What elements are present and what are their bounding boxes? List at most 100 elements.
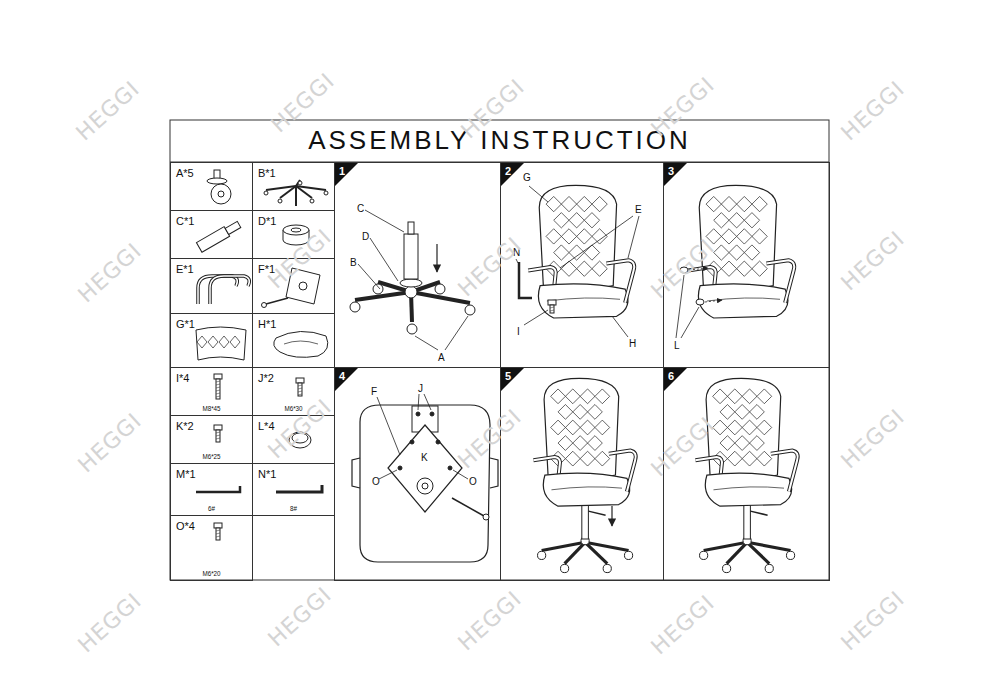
callout-letter: J <box>418 384 423 394</box>
tuft <box>713 389 728 404</box>
part-label: H*1 <box>258 319 276 330</box>
part-label: D*1 <box>258 216 276 227</box>
bolt-shank <box>216 528 220 540</box>
tuft <box>737 261 752 276</box>
step-badge <box>664 163 688 187</box>
part-label: K*2 <box>176 421 194 432</box>
base-leg <box>296 186 326 190</box>
tuft <box>558 405 573 420</box>
tuft <box>551 420 566 435</box>
base-wheel <box>324 191 328 195</box>
leader-line <box>560 216 633 268</box>
callout-letter: E <box>635 205 642 215</box>
leader-line <box>370 238 398 281</box>
lift-rod <box>408 222 414 234</box>
armrest <box>766 260 794 303</box>
callout-letter: B <box>350 258 357 268</box>
bolt-hole <box>436 440 440 444</box>
tuft <box>588 436 603 451</box>
step-badge <box>335 368 359 392</box>
backrest-icon <box>196 327 246 360</box>
tuft <box>742 420 757 435</box>
seat-bottom <box>360 405 490 562</box>
watermark: HEGGI <box>72 77 143 144</box>
step-triangle <box>501 368 524 391</box>
tuft <box>737 229 752 244</box>
seat-seam <box>284 341 318 344</box>
tuft <box>230 336 240 348</box>
bolt-icon <box>296 378 304 396</box>
base-leg <box>355 292 411 300</box>
base-wheel <box>278 199 282 203</box>
tuft <box>721 229 736 244</box>
seat-seam <box>551 487 622 490</box>
part-cell: H*1 <box>252 313 335 368</box>
tuft <box>546 196 561 211</box>
step-triangle <box>501 163 524 186</box>
tuft <box>757 389 772 404</box>
thread <box>298 388 302 389</box>
mechanism-lever <box>266 298 288 304</box>
tuft <box>561 196 576 211</box>
part-label: N*1 <box>258 469 276 480</box>
tuft <box>729 245 744 260</box>
part-cell: B*1 <box>252 162 335 211</box>
bolt-head <box>214 523 222 528</box>
mechanism-hole <box>299 282 307 290</box>
seat-icon <box>274 331 328 357</box>
part-cell: I*4M8*45 <box>170 367 253 416</box>
armrest <box>210 276 249 304</box>
frame <box>170 120 829 580</box>
arm-bracket <box>490 458 498 488</box>
wheel <box>561 564 569 572</box>
tuft <box>595 420 610 435</box>
part-cell: M*16# <box>170 463 253 516</box>
tuft <box>727 420 742 435</box>
tuft <box>706 196 721 211</box>
part-cell: K*2M6*25 <box>170 415 253 464</box>
armrest-icon <box>198 276 249 304</box>
bolt-hole <box>398 466 402 470</box>
tuft <box>569 213 584 228</box>
lever-knob <box>483 514 489 520</box>
size-label: M6*25 <box>171 454 252 460</box>
leader-line <box>681 307 699 338</box>
part-label: A*5 <box>176 168 194 179</box>
hex-key <box>519 262 532 298</box>
tuft <box>219 336 229 348</box>
thread <box>550 310 554 311</box>
lift-rod <box>225 221 241 234</box>
tuft <box>721 261 736 276</box>
tuft <box>546 229 561 244</box>
thread <box>216 536 220 537</box>
tuft <box>752 196 767 211</box>
tuft <box>584 213 599 228</box>
hex-key-icon <box>196 486 240 492</box>
thread <box>216 393 220 394</box>
tuft <box>727 389 742 404</box>
tuft <box>580 389 595 404</box>
tuft <box>561 229 576 244</box>
callout-letter: A <box>438 353 445 363</box>
tuft <box>735 405 750 420</box>
step-triangle <box>664 163 687 186</box>
thread <box>216 390 220 391</box>
leader-line <box>358 264 380 289</box>
caster-plate <box>207 178 227 184</box>
tuft <box>197 336 207 348</box>
mechanism-plate <box>388 425 462 512</box>
watermark: HEGGI <box>647 413 718 480</box>
bolt-hole <box>416 412 420 416</box>
leader-line <box>379 470 397 479</box>
base-leg <box>565 542 586 563</box>
tuft <box>558 436 573 451</box>
size-label: M6*20 <box>171 571 252 577</box>
wheel <box>765 564 773 572</box>
part-cell: C*1 <box>170 210 253 259</box>
tuft <box>561 261 576 276</box>
bolt-shank <box>550 305 554 313</box>
leader-line <box>453 470 468 479</box>
step-panel: 4FJKOO <box>334 367 501 581</box>
seat <box>274 331 328 357</box>
